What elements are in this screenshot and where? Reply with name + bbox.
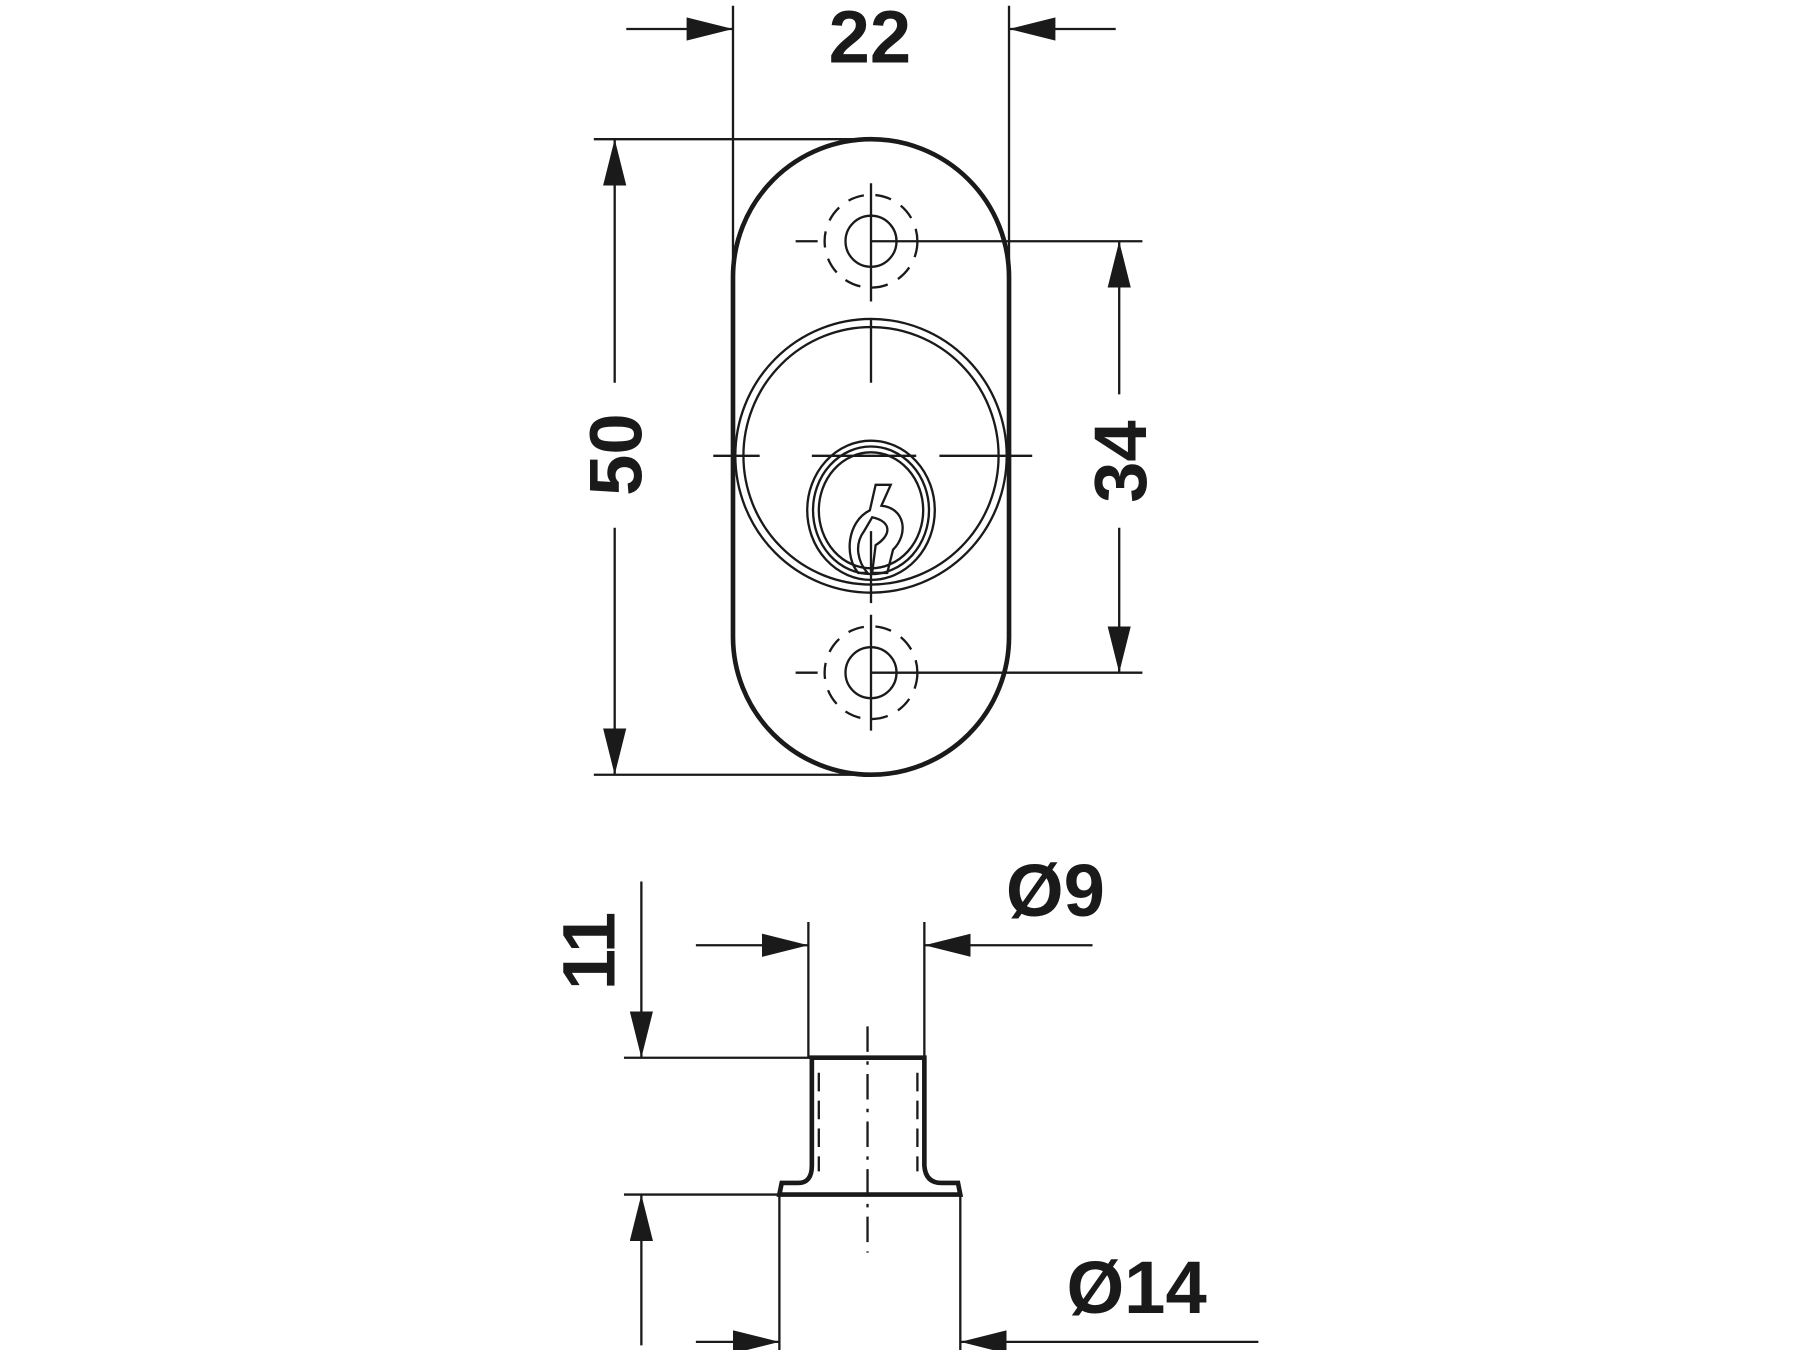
width-label: 22 (829, 0, 912, 79)
hole-spacing-dimension: 34 (871, 240, 1162, 674)
front-view (713, 136, 1033, 778)
width-dimension: 22 (626, 0, 1116, 290)
height-label: 50 (574, 413, 657, 496)
flange-diameter-label: Ø14 (1066, 1246, 1206, 1329)
barrel-diameter-dimension: Ø9 (695, 849, 1105, 1058)
barrel-outline (776, 1055, 964, 1197)
height-dimension: 50 (574, 138, 865, 776)
side-view (776, 1026, 964, 1350)
barrel-diameter-label: Ø9 (1006, 849, 1105, 932)
length-label: 11 (548, 912, 631, 990)
hole-spacing-label: 34 (1079, 420, 1162, 503)
lock-cylinder (713, 317, 1033, 604)
length-dimension: 11 (548, 881, 812, 1346)
flange-diameter-dimension: Ø14 (695, 1246, 1259, 1350)
keyway-icon (848, 483, 904, 575)
